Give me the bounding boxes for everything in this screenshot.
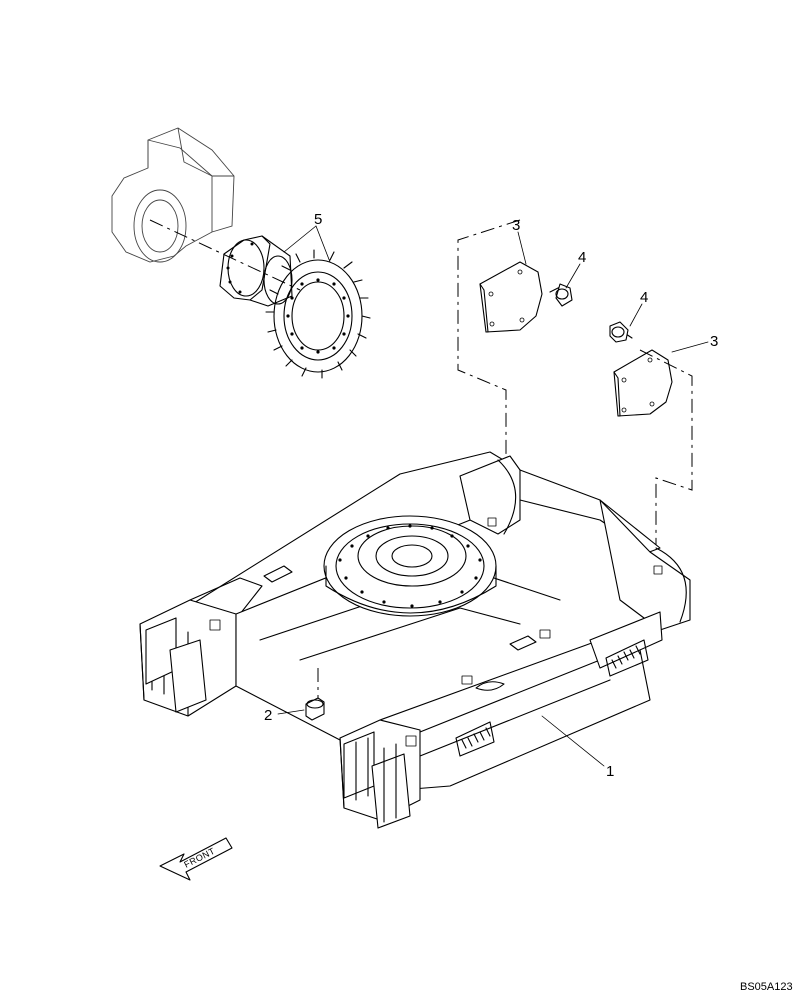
cover-bolt-left [549,283,573,307]
callout-1: 1 [606,763,614,780]
callout-2: 2 [264,707,272,724]
plug-fitting [305,668,325,721]
track-frame [139,451,691,829]
phantom-line-right [639,349,693,548]
phantom-line-left [457,219,521,470]
drawing-code: BS05A123 [740,981,793,993]
callout-4-right: 4 [640,289,648,306]
callout-4-left: 4 [578,249,586,266]
travel-motor-housing-ghost [111,127,235,263]
callout-5: 5 [314,211,322,228]
cover-bolt-right [609,321,633,343]
callout-3-left: 3 [512,217,520,234]
leader-lines [277,225,709,767]
cover-plate-left [479,261,543,333]
cover-plate-right [613,349,673,417]
sprocket-assembly [219,235,371,379]
callout-3-right: 3 [710,333,718,350]
motor-axis-line [149,219,301,291]
front-arrow: FRONT [159,837,233,881]
